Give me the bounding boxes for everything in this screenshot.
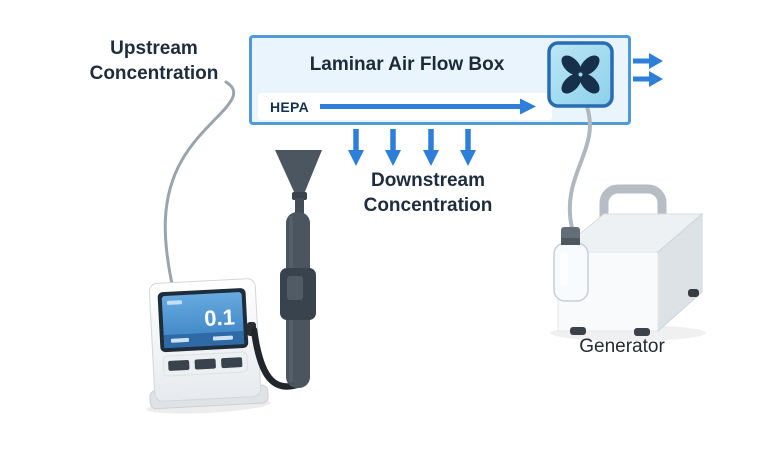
probe-grip-pad xyxy=(287,276,303,300)
downstream-arrow xyxy=(423,129,439,166)
generator-bottle xyxy=(553,242,589,302)
generator-bottle-highlight xyxy=(560,252,568,286)
probe-collar xyxy=(292,192,307,200)
downstream-label: Downstream Concentration xyxy=(338,168,518,218)
probe-cable xyxy=(247,322,304,390)
downstream-arrow xyxy=(385,129,401,166)
counter-screen-frame xyxy=(157,288,249,353)
generator-handle xyxy=(599,184,667,240)
upstream-label-line1: Upstream xyxy=(110,38,198,59)
counter-shadow xyxy=(146,398,271,414)
outlet-arrows xyxy=(633,53,663,87)
probe-neck xyxy=(295,198,304,216)
counter-button xyxy=(194,358,216,370)
outlet-arrow xyxy=(633,71,663,87)
generator-foot xyxy=(634,328,650,336)
outlet-arrow xyxy=(633,53,663,69)
probe-grip xyxy=(280,268,316,320)
downstream-label-line1: Downstream xyxy=(370,170,486,191)
upstream-connector-line xyxy=(163,80,235,286)
counter-screen-bottom-label xyxy=(170,337,190,343)
downstream-arrows xyxy=(348,129,476,166)
counter-reading: 0.1 xyxy=(204,304,236,331)
hepa-filter-strip: HEPA xyxy=(258,93,552,120)
counter-body xyxy=(148,278,262,402)
counter-screen xyxy=(161,292,245,348)
probe-shaft-highlight xyxy=(289,216,293,382)
counter-screen-bottom-label xyxy=(212,335,233,341)
laminar-air-flow-box: Laminar Air Flow Box HEPA xyxy=(249,35,631,125)
counter-screen-status xyxy=(166,300,183,305)
probe-shaft xyxy=(286,212,310,388)
probe-funnel xyxy=(275,150,322,194)
counter-button xyxy=(168,359,190,371)
generator-bottle-cap-band xyxy=(561,238,580,245)
downstream-arrow xyxy=(460,129,476,166)
upstream-label: Upstream Concentration xyxy=(64,36,244,86)
generator-bottle-cap xyxy=(561,227,580,245)
counter-base xyxy=(149,384,269,410)
probe-wand xyxy=(275,150,322,388)
generator-front-face xyxy=(557,251,659,332)
generator-foot xyxy=(688,289,699,297)
downstream-arrow xyxy=(348,129,364,166)
generator-device xyxy=(550,184,706,341)
counter-button xyxy=(221,357,243,369)
counter-screen-bottom-bar xyxy=(163,330,245,349)
counter-button-panel xyxy=(162,351,249,377)
generator-top-face xyxy=(556,213,704,253)
laminar-box-title: Laminar Air Flow Box xyxy=(309,54,505,75)
hepa-label: HEPA xyxy=(270,98,310,115)
generator-tube xyxy=(567,105,592,230)
upstream-label-line2: Concentration xyxy=(89,63,219,84)
generator-foot xyxy=(570,327,586,335)
downstream-label-line2: Concentration xyxy=(363,195,493,216)
particle-counter: 0.1 xyxy=(146,278,271,414)
cable-port xyxy=(247,322,256,336)
generator-label: Generator xyxy=(579,336,665,357)
generator-side-face xyxy=(657,212,703,333)
